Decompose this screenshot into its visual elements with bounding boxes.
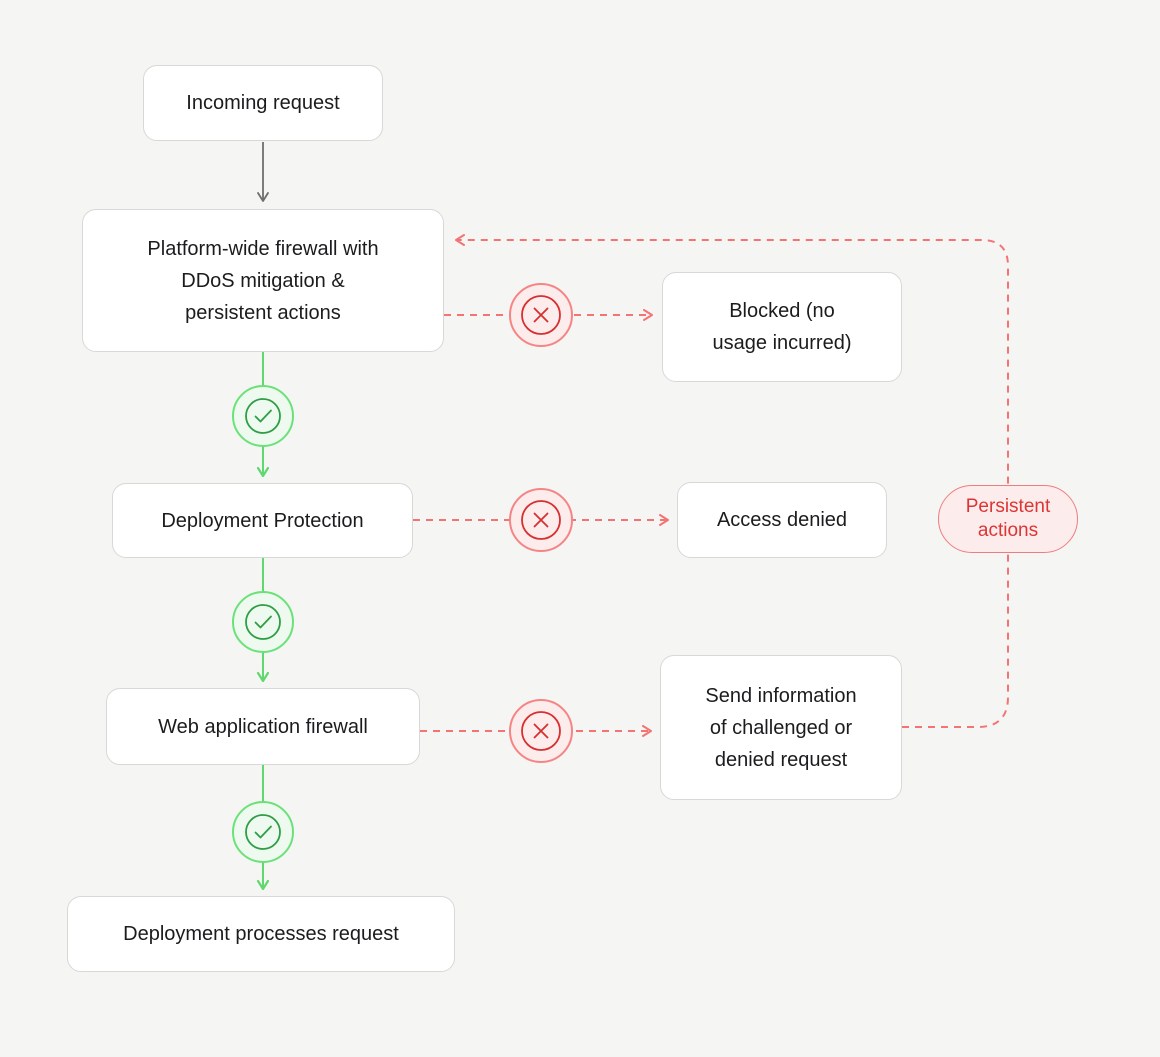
node-send-information: Send information of challenged or denied… — [660, 655, 902, 800]
check-icon — [232, 591, 294, 653]
x-icon — [509, 488, 573, 552]
node-web-application-firewall-label: Web application firewall — [158, 715, 368, 738]
node-send-information-label: Send information of challenged or denied… — [705, 684, 857, 771]
x-icon — [509, 699, 573, 763]
node-incoming-request: Incoming request — [143, 65, 383, 141]
node-deployment-protection-label: Deployment Protection — [161, 509, 364, 532]
node-access-denied-label: Access denied — [716, 509, 848, 531]
node-access-denied: Access denied — [677, 482, 887, 558]
node-incoming-request-label: Incoming request — [186, 92, 340, 114]
check-icon — [232, 385, 294, 447]
check-icon — [232, 801, 294, 863]
node-blocked: Blocked (no usage incurred) — [662, 272, 902, 382]
node-platform-firewall-label: Platform-wide firewall with DDoS mitigat… — [147, 237, 379, 324]
x-icon — [509, 283, 573, 347]
node-persistent-actions-label: Persistent actions — [965, 496, 1051, 541]
node-web-application-firewall: Web application firewall — [106, 688, 420, 765]
connector-persistent-actions-loop — [455, 234, 1009, 728]
node-deployment-protection: Deployment Protection — [112, 483, 413, 558]
node-deployment-processes-request: Deployment processes request — [67, 896, 455, 972]
node-deployment-processes-request-label: Deployment processes request — [123, 923, 399, 945]
node-blocked-label: Blocked (no usage incurred) — [712, 300, 852, 354]
node-platform-firewall: Platform-wide firewall with DDoS mitigat… — [82, 209, 444, 352]
node-persistent-actions: Persistent actions — [938, 485, 1078, 553]
